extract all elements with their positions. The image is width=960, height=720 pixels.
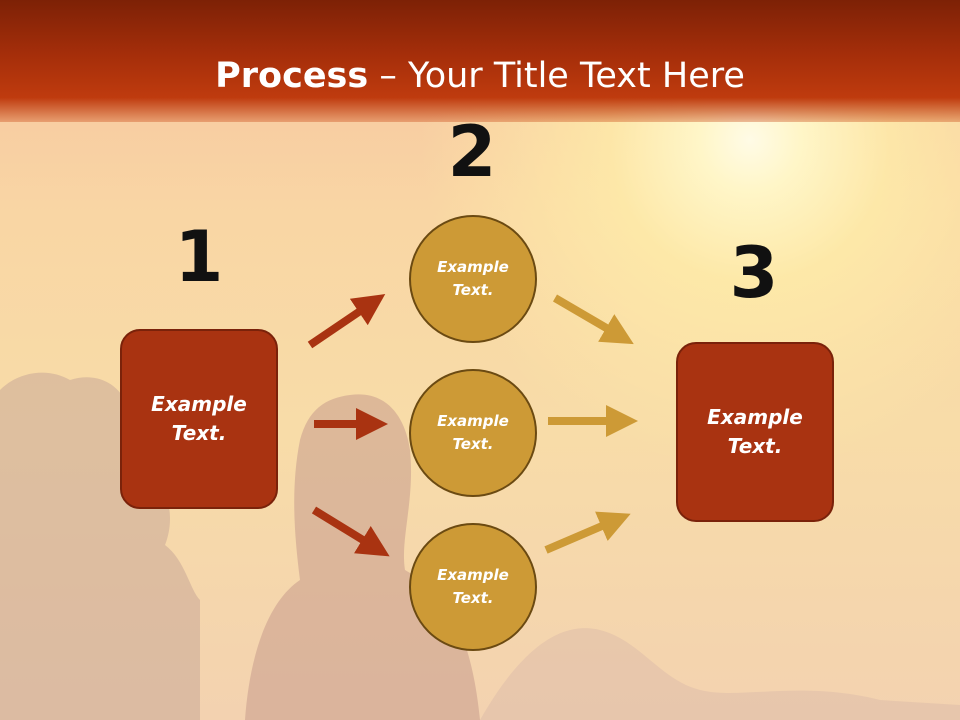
circle-top-line2: Text. (452, 281, 494, 299)
title-dash: – (368, 56, 408, 96)
title-bold: Process (215, 56, 369, 96)
arrow-box-to-circle-bottom (311, 506, 390, 557)
title-bar (0, 0, 960, 122)
slide-title: Process – Your Title Text Here (0, 52, 960, 100)
right-box-line1: Example (707, 405, 803, 429)
left-box-line1: Example (151, 392, 247, 416)
circle-bottom-line1: Example (437, 566, 509, 584)
step-number-2: 2 (447, 111, 497, 193)
left-box-line2: Text. (171, 421, 227, 445)
step-number-3: 3 (729, 232, 779, 314)
step-number-1: 1 (174, 216, 224, 298)
arrow-circle-bottom-to-box (544, 511, 631, 554)
arrow-box-to-circle-top (307, 294, 386, 349)
circle-bottom-line2: Text. (452, 589, 494, 607)
circle-top-line1: Example (437, 258, 509, 276)
title-rest: Your Title Text Here (407, 56, 745, 96)
right-box-line2: Text. (727, 434, 783, 458)
arrow-circle-top-to-box (552, 294, 634, 345)
circle-middle-line2: Text. (452, 435, 494, 453)
circle-middle-line1: Example (437, 412, 509, 430)
